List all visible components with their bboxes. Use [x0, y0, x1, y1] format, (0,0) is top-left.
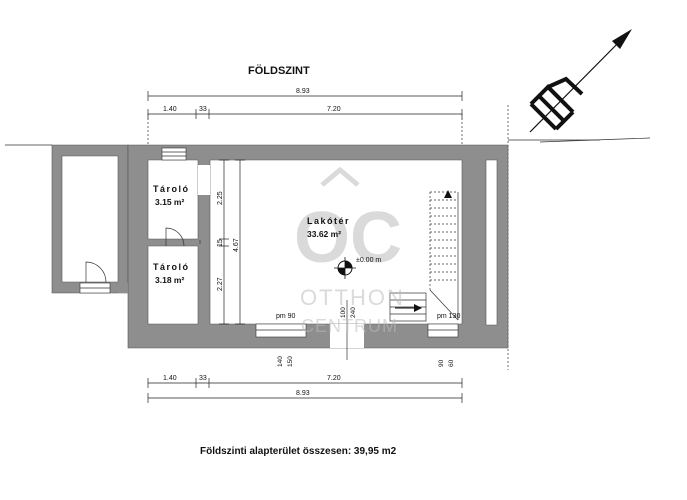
watermark-line1: OTTHON — [300, 285, 405, 310]
watermark-line2: CENTRUM — [301, 316, 398, 336]
dim-bottom-a: 1.40 — [163, 375, 177, 382]
odim-d1: 100 — [340, 307, 347, 318]
opening-dimensions: 100 240 140 150 90 60 — [277, 300, 455, 367]
area-summary: Földszinti alapterület összesen: 39,95 m… — [200, 446, 397, 457]
dim-bottom-total: 8.93 — [296, 390, 310, 397]
vdim-lower: 2.27 — [217, 277, 224, 291]
dim-top-b: 33 — [199, 106, 207, 113]
dim-bottom-b: 33 — [199, 375, 207, 382]
window-label-2: pm 130 — [437, 313, 460, 320]
window-label-1: pm 90 — [276, 313, 296, 320]
vdim-upper: 2.25 — [217, 191, 224, 205]
top-dimensions: 8.93 1.40 33 7.20 — [147, 88, 463, 145]
odim-d2: 240 — [350, 307, 357, 318]
level-mark: ±0.00 m — [356, 257, 381, 264]
watermark-logo: OC OTTHON CENTRUM — [294, 166, 405, 336]
staircase — [389, 190, 459, 322]
doors — [85, 227, 201, 283]
plan-title: FÖLDSZINT — [248, 64, 310, 77]
bottom-dimensions: 1.40 33 7.20 8.93 — [147, 375, 463, 403]
vdim-mid: 15 — [217, 239, 224, 247]
odim-d5: 90 — [438, 359, 445, 367]
walls — [51, 144, 509, 349]
odim-d4: 150 — [287, 356, 294, 367]
room-name-living: Lakótér — [307, 216, 350, 226]
dim-top-c: 7.20 — [327, 106, 341, 113]
room-area-living: 33.62 m² — [307, 229, 341, 239]
room-name-storage-2: Tároló — [153, 262, 190, 272]
room-name-storage-1: Tároló — [153, 184, 190, 194]
room-area-storage-1: 3.15 m² — [155, 197, 184, 207]
vdim-overall: 4.67 — [233, 238, 240, 252]
level-marker-icon — [334, 257, 356, 279]
ground-line-right-2 — [539, 137, 651, 143]
dim-top-a: 1.40 — [163, 106, 177, 113]
north-arrow-icon — [507, 29, 632, 370]
dim-top-total: 8.93 — [296, 88, 310, 95]
odim-d6: 60 — [448, 359, 455, 367]
dim-bottom-c: 7.20 — [327, 375, 341, 382]
vertical-dimensions: 2.25 15 2.27 4.67 — [217, 159, 245, 325]
odim-d3: 140 — [277, 356, 284, 367]
room-area-storage-2: 3.18 m² — [155, 275, 184, 285]
